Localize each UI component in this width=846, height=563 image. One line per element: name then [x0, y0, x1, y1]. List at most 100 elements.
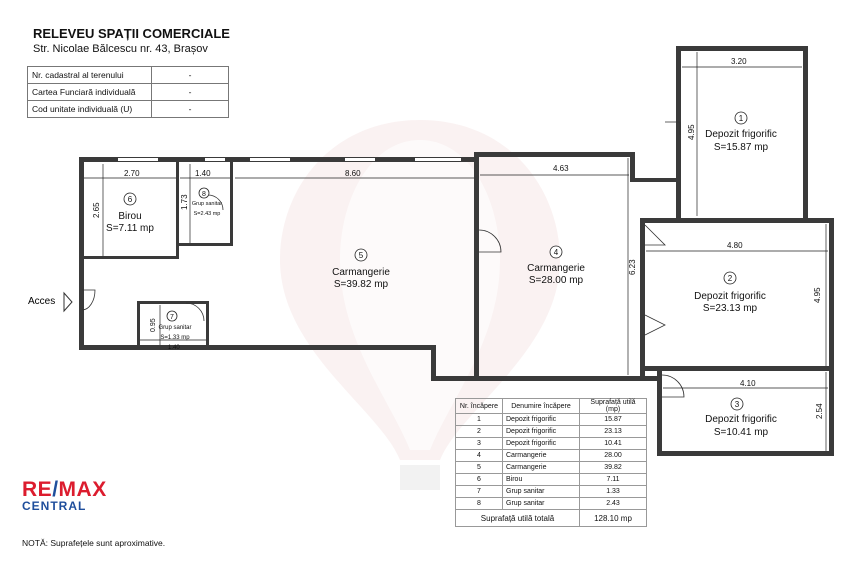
- cell-num: 1: [455, 413, 503, 426]
- rooms-table: Nr. încăpere Denumire încăpere Suprafață…: [455, 398, 647, 527]
- cell-area: 1.33: [579, 485, 647, 498]
- svg-text:S=1.33 mp: S=1.33 mp: [160, 335, 190, 341]
- dim-label: 1.40: [195, 169, 211, 178]
- dimension-lines: [84, 52, 828, 451]
- svg-text:Depozit frigorific: Depozit frigorific: [705, 129, 777, 140]
- total-value: 128.10 mp: [579, 509, 647, 527]
- header-cell: Nr. încăpere: [455, 398, 503, 414]
- cell-name: Carmangerie: [502, 461, 580, 474]
- dim-label: 3.20: [731, 57, 747, 66]
- dimension-labels: 3.20 4.95 2.70 1.40 8.60 4.63 2.65 1.73 …: [92, 57, 824, 419]
- total-label: Suprafață utilă totală: [455, 509, 580, 527]
- cell-area: 39.82: [579, 461, 647, 474]
- room-3-label: 3 Depozit frigorific S=10.41 mp: [705, 397, 777, 438]
- dim-label: 4.63: [553, 164, 569, 173]
- watermark-balloon: [280, 120, 560, 490]
- svg-text:S=28.00 mp: S=28.00 mp: [529, 275, 584, 286]
- dim-label: 2.54: [815, 403, 824, 419]
- dim-label: 0.95: [150, 318, 157, 332]
- cell-num: 8: [455, 497, 503, 510]
- cell-num: 5: [455, 461, 503, 474]
- svg-text:S=2.43 mp: S=2.43 mp: [194, 211, 221, 217]
- cell-num: 3: [455, 437, 503, 450]
- cell-area: 15.87: [579, 413, 647, 426]
- room-8-label: 8 Grup sanitar S=2.43 mp: [192, 187, 222, 217]
- header-cell: Suprafață utilă (mp): [579, 398, 647, 414]
- svg-text:S=39.82 mp: S=39.82 mp: [334, 279, 389, 290]
- cell-name: Birou: [502, 473, 580, 486]
- dim-label: 4.95: [687, 124, 696, 140]
- room-4-label: 4 Carmangerie S=28.00 mp: [527, 245, 585, 286]
- walls: [79, 46, 834, 456]
- svg-text:S=10.41 mp: S=10.41 mp: [714, 427, 769, 438]
- cell-num: 4: [455, 449, 503, 462]
- logo-max: MAX: [58, 478, 107, 501]
- header-cell: Denumire încăpere: [502, 398, 580, 414]
- cell-area: 23.13: [579, 425, 647, 438]
- cell-num: 7: [455, 485, 503, 498]
- room-1-label: 1 Depozit frigorific S=15.87 mp: [705, 111, 777, 153]
- svg-text:2: 2: [728, 274, 733, 283]
- table-row: Cod unitate individuală (U) -: [27, 100, 229, 118]
- cell-num: 2: [455, 425, 503, 438]
- dim-label: 8.60: [345, 169, 361, 178]
- dim-label: 4.95: [813, 287, 822, 303]
- dim-label: 4.80: [727, 241, 743, 250]
- acces-label: Acces: [28, 296, 55, 307]
- cell-name: Depozit frigorific: [502, 425, 580, 438]
- svg-text:7: 7: [170, 314, 174, 321]
- cell-name: Grup sanitar: [502, 485, 580, 498]
- dim-label: 1.73: [180, 194, 189, 210]
- info-value: -: [151, 100, 229, 118]
- dim-label: 2.70: [124, 169, 140, 178]
- svg-text:S=7.11 mp: S=7.11 mp: [106, 223, 154, 234]
- svg-text:Depozit frigorific: Depozit frigorific: [694, 291, 766, 302]
- info-table: Nr. cadastral al terenului - Cartea Func…: [27, 66, 229, 118]
- total-row: Suprafață utilă totală 128.10 mp: [455, 509, 647, 527]
- logo-re: RE: [22, 478, 53, 501]
- cell-name: Depozit frigorific: [502, 413, 580, 426]
- svg-text:5: 5: [359, 251, 364, 260]
- room-labels: 1 Depozit frigorific S=15.87 mp 2 Depozi…: [106, 111, 777, 438]
- dim-label: 6.23: [628, 259, 637, 275]
- logo-subtitle: CENTRAL: [22, 499, 87, 513]
- svg-text:1: 1: [739, 114, 744, 123]
- svg-text:S=23.13 mp: S=23.13 mp: [703, 303, 758, 314]
- table-row: Cartea Funciară individuală -: [27, 83, 229, 101]
- svg-text:Birou: Birou: [118, 211, 141, 222]
- cell-area: 10.41: [579, 437, 647, 450]
- cell-area: 2.43: [579, 497, 647, 510]
- room-7-label: 7 Grup sanitar S=1.33 mp: [158, 310, 192, 341]
- logo-wordmark: RE/MAX: [22, 478, 107, 502]
- table-header-row: Nr. încăpere Denumire încăpere Suprafață…: [455, 398, 647, 414]
- dim-label: 4.10: [740, 379, 756, 388]
- dim-label: 2.65: [92, 202, 101, 218]
- cell-num: 6: [455, 473, 503, 486]
- svg-text:S=15.87 mp: S=15.87 mp: [714, 142, 769, 153]
- address: Str. Nicolae Bălcescu nr. 43, Brașov: [33, 43, 208, 55]
- cell-name: Carmangerie: [502, 449, 580, 462]
- room-2-label: 2 Depozit frigorific S=23.13 mp: [694, 271, 766, 314]
- dim-label: 1.40: [168, 345, 180, 351]
- footer-note: NOTĂ: Suprafețele sunt aproximative.: [22, 538, 166, 548]
- room-5-label: 5 Carmangerie S=39.82 mp: [332, 248, 390, 290]
- svg-text:3: 3: [735, 400, 740, 409]
- svg-text:Carmangerie: Carmangerie: [332, 267, 390, 278]
- info-label: Cod unitate individuală (U): [27, 100, 152, 118]
- cell-area: 28.00: [579, 449, 647, 462]
- svg-text:Grup sanitar: Grup sanitar: [158, 325, 191, 331]
- cell-name: Depozit frigorific: [502, 437, 580, 450]
- cell-name: Grup sanitar: [502, 497, 580, 510]
- logo-slash: /: [52, 478, 59, 501]
- cell-area: 7.11: [579, 473, 647, 486]
